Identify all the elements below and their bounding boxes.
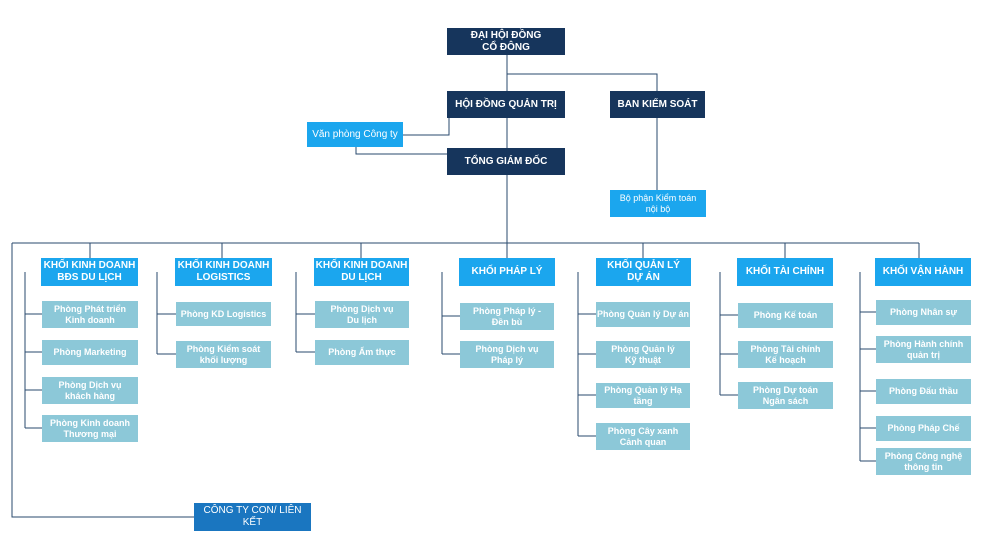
dept-infrastructure-management: Phòng Quản lý Hạ tầng: [596, 383, 690, 408]
dept-accounting: Phòng Kế toán: [738, 303, 833, 328]
block-header-operations: KHỐI VẬN HÀNH: [875, 258, 971, 286]
dept-technical-management: Phòng Quản lý Kỹ thuật: [596, 341, 690, 368]
dept-volume-control: Phòng Kiểm soát khối lượng: [176, 341, 271, 368]
supervisory-box: BAN KIỂM SOÁT: [610, 91, 705, 118]
ceo-box: TỔNG GIÁM ĐỐC: [447, 148, 565, 175]
block-header-tourism: KHỐI KINH DOANH DU LỊCH: [314, 258, 409, 286]
block-header-logistics: KHỐI KINH DOANH LOGISTICS: [175, 258, 272, 286]
dept-project-management: Phòng Quản lý Dự án: [596, 302, 690, 327]
office-box: Văn phòng Công ty: [307, 122, 403, 147]
dept-budget-estimation: Phòng Dự toán Ngân sách: [738, 382, 833, 409]
shareholders-box: ĐẠI HỘI ĐỒNG CỔ ĐÔNG: [447, 28, 565, 55]
dept-bidding: Phòng Đấu thầu: [876, 379, 971, 404]
dept-landscaping: Phòng Cây xanh Cảnh quan: [596, 423, 690, 450]
dept-commercial-business: Phòng Kinh doanh Thương mại: [42, 415, 138, 442]
dept-marketing: Phòng Marketing: [42, 340, 138, 365]
block-header-real-estate-tourism: KHỐI KINH DOANH BĐS DU LỊCH: [41, 258, 138, 286]
dept-legal-compensation: Phòng Pháp lý - Đền bù: [460, 303, 554, 330]
dept-finance-planning: Phòng Tài chính Kế hoạch: [738, 341, 833, 368]
block-header-project-management: KHỐI QUẢN LÝ DỰ ÁN: [596, 258, 691, 286]
internal-audit-box: Bộ phận Kiểm toán nội bộ: [610, 190, 706, 217]
block-header-legal: KHỐI PHÁP LÝ: [459, 258, 555, 286]
board-box: HỘI ĐỒNG QUẢN TRỊ: [447, 91, 565, 118]
dept-legal-affairs: Phòng Pháp Chế: [876, 416, 971, 441]
dept-travel-services: Phòng Dịch vụ Du lịch: [315, 301, 409, 328]
dept-legal-services: Phòng Dịch vụ Pháp lý: [460, 341, 554, 368]
dept-kd-logistics: Phòng KD Logistics: [176, 302, 271, 326]
dept-cuisine: Phòng Ẩm thực: [315, 340, 409, 365]
subsidiary-box: CÔNG TY CON/ LIÊN KẾT: [194, 503, 311, 531]
dept-business-development: Phòng Phát triển Kinh doanh: [42, 301, 138, 328]
block-header-finance: KHỐI TÀI CHÍNH: [737, 258, 833, 286]
dept-administration: Phòng Hành chính quản trị: [876, 336, 971, 363]
dept-information-technology: Phòng Công nghệ thông tin: [876, 448, 971, 475]
dept-human-resources: Phòng Nhân sự: [876, 300, 971, 325]
dept-customer-service: Phòng Dịch vụ khách hàng: [42, 377, 138, 404]
